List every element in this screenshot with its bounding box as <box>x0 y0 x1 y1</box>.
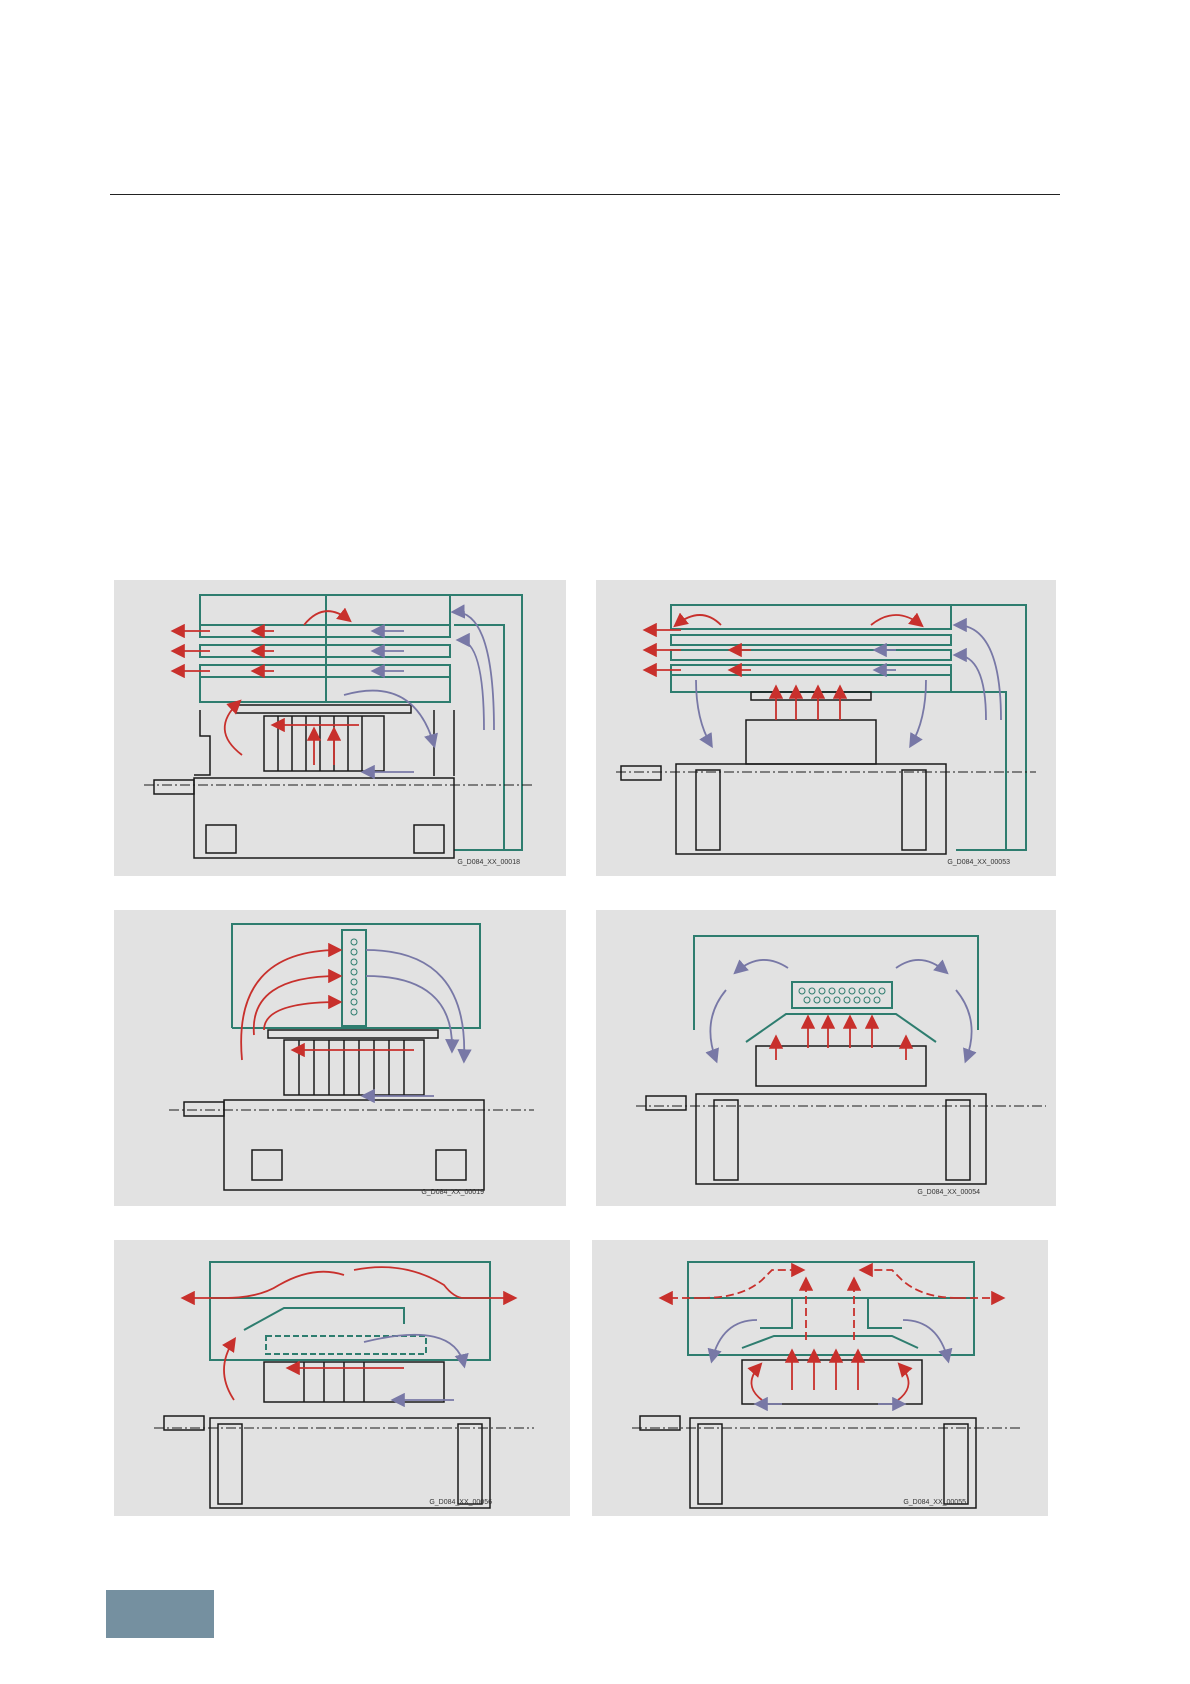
figure-panel-6: G_D084_XX_00055 <box>592 1240 1048 1516</box>
cooling-diagram-3 <box>114 910 566 1206</box>
figure-label-3: G_D084_XX_00019 <box>421 1189 484 1196</box>
cooling-diagram-2 <box>596 580 1056 876</box>
figure-label-6: G_D084_XX_00055 <box>903 1499 966 1506</box>
figure-panel-4: G_D084_XX_00054 <box>596 910 1056 1206</box>
header-rule <box>110 194 1060 195</box>
figure-panel-1: G_D084_XX_00018 <box>114 580 566 876</box>
figure-panel-5: G_D084_XX_00056 <box>114 1240 570 1516</box>
cooling-diagram-5 <box>114 1240 570 1516</box>
figure-label-5: G_D084_XX_00056 <box>429 1499 492 1506</box>
cooling-diagram-4 <box>596 910 1056 1206</box>
page-corner-tab <box>106 1590 214 1638</box>
figure-label-4: G_D084_XX_00054 <box>917 1189 980 1196</box>
cooling-diagram-6 <box>592 1240 1048 1516</box>
cooling-diagram-1 <box>114 580 566 876</box>
figure-panel-3: G_D084_XX_00019 <box>114 910 566 1206</box>
figure-label-1: G_D084_XX_00018 <box>457 859 520 866</box>
figure-panel-2: G_D084_XX_00053 <box>596 580 1056 876</box>
figure-label-2: G_D084_XX_00053 <box>947 859 1010 866</box>
